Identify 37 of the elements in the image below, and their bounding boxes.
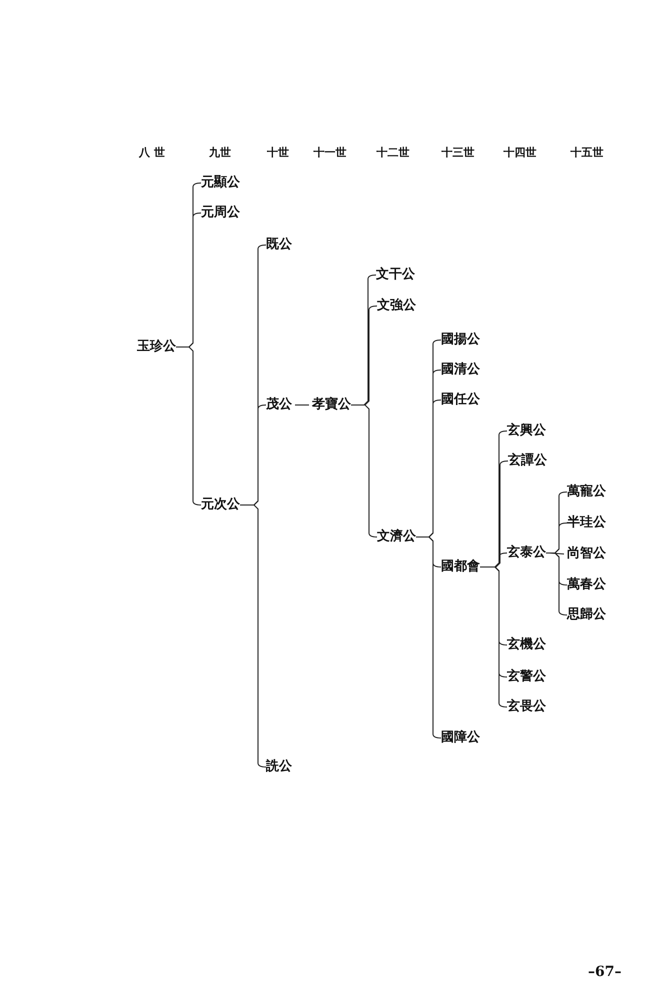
generation-header: 十二世 [376,145,410,160]
ancestor-name: 玄興公 [507,423,546,439]
ancestor-name: 既公 [266,237,292,253]
ancestor-name: 元次公 [201,497,240,513]
ancestor-name: 文強公 [377,298,416,314]
ancestor-name: 玄譚公 [508,453,547,469]
ancestor-name: 國障公 [441,730,480,746]
ancestor-name: 思歸公 [567,607,606,623]
generation-header: 十四世 [504,145,536,160]
ancestor-name: 詵公 [266,759,292,775]
ancestor-name: 元周公 [201,205,240,221]
ancestor-name: 玄警公 [507,669,546,685]
ancestor-name: 國任公 [441,392,480,408]
generation-header: 十三世 [442,145,474,160]
ancestor-name: 孝寶公 [312,397,351,413]
generation-header: 八 世 [139,145,165,160]
ancestor-name: 文干公 [376,267,415,283]
ancestor-name: 尚智公 [567,546,606,562]
ancestor-name: 萬寵公 [567,484,606,500]
ancestor-name: 國清公 [441,362,480,378]
generation-header: 十五世 [570,145,604,160]
page-number: –67– [588,964,622,980]
ancestor-name: 國揚公 [441,332,480,348]
ancestor-name: 玉珍公 [137,339,176,355]
dash-line [294,404,310,406]
ancestor-name: 國都會 [441,559,480,575]
ancestor-name: 元顯公 [201,175,240,191]
generation-header: 九世 [209,145,231,160]
ancestor-name: 半珪公 [567,515,606,531]
ancestor-name: 萬春公 [567,577,606,593]
ancestor-name: 文濟公 [377,529,416,545]
ancestor-name: 玄機公 [507,637,546,653]
ancestor-name: 玄泰公 [507,545,546,561]
ancestor-name: 茂公 [266,397,292,413]
generation-header: 十一世 [314,145,346,160]
ancestor-name: 玄畏公 [507,699,546,715]
generation-header: 十世 [267,145,289,160]
